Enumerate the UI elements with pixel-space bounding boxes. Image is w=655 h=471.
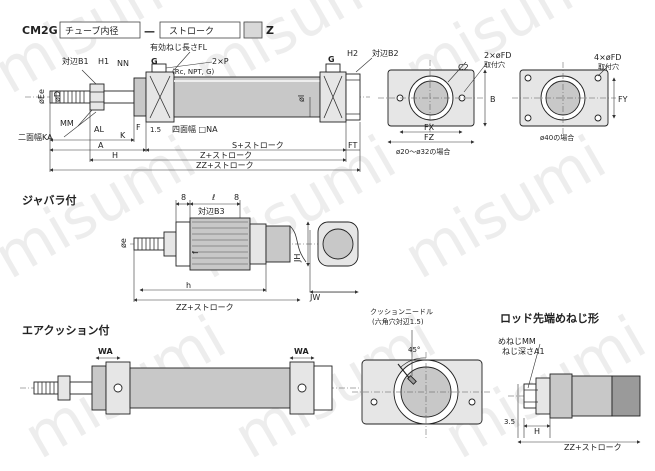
svg-text:S+ストローク: S+ストローク (232, 141, 284, 150)
svg-text:2×øFD: 2×øFD (484, 51, 511, 60)
model-code-header: CM2G チューブ内径 — ストローク Z (22, 21, 274, 39)
svg-text:ø20～ø32の場合: ø20～ø32の場合 (396, 147, 450, 156)
svg-text:H: H (534, 427, 540, 436)
svg-text:二面幅KA: 二面幅KA (18, 132, 53, 142)
svg-text:クッションニードル: クッションニードル (370, 308, 433, 316)
svg-text:2×P: 2×P (212, 57, 229, 66)
option-box (243, 21, 263, 39)
stroke-label: ストローク (169, 26, 214, 37)
model-label: CM2G (22, 24, 58, 37)
svg-text:G: G (328, 55, 335, 64)
svg-text:(六角穴対辺1.5): (六角穴対辺1.5) (372, 317, 424, 326)
tube-bore-label: チューブ内径 (65, 25, 118, 37)
svg-text:WA: WA (294, 347, 309, 356)
svg-text:H2: H2 (347, 49, 358, 58)
svg-text:ねじ深さA1: ねじ深さA1 (502, 347, 545, 356)
svg-text:H: H (112, 151, 118, 160)
svg-text:B: B (490, 95, 496, 104)
svg-text:4×øFD: 4×øFD (594, 53, 621, 62)
svg-text:めねじMM: めねじMM (498, 337, 536, 346)
svg-text:øI: øI (297, 95, 306, 102)
svg-text:G: G (151, 57, 158, 66)
svg-text:AL: AL (94, 125, 104, 134)
svg-text:h: h (186, 281, 191, 290)
svg-text:四面幅 □NA: 四面幅 □NA (172, 124, 218, 134)
svg-text:ø40の場合: ø40の場合 (540, 133, 574, 142)
air-cushion-title: エアクッション付 (22, 323, 109, 337)
svg-text:MM: MM (60, 119, 74, 128)
svg-text:K: K (120, 131, 126, 140)
tube-bore-box (59, 21, 141, 39)
air-cushion-section: エアクッション付 WA WA 45° クッションニードル (六角穴対辺1.5) (20, 308, 492, 438)
svg-text:対辺B1: 対辺B1 (62, 56, 89, 66)
svg-text:A: A (98, 141, 104, 150)
svg-text:øD: øD (53, 91, 62, 102)
svg-text:FT: FT (348, 141, 357, 150)
svg-text:f: f (191, 251, 200, 254)
flange-view-20-32: C2 2×øFD 取付穴 FX FZ B ø20～ø32の場合 (378, 51, 511, 156)
svg-text:ℓ: ℓ (211, 193, 215, 202)
svg-text:8: 8 (234, 193, 239, 202)
svg-text:WA: WA (98, 347, 113, 356)
svg-text:45°: 45° (408, 346, 420, 354)
bellows-section: ジャバラ付 8 ℓ 8 対辺B3 øe f h ZZ+ストローク (22, 193, 359, 312)
svg-text:NN: NN (117, 59, 129, 68)
rod-end-section: ロッド先端めねじ形 めねじMM ねじ深さA1 3.5 H ZZ+ストローク (498, 311, 641, 452)
svg-text:øe: øe (119, 238, 128, 248)
stroke-box (159, 21, 241, 39)
svg-text:C2: C2 (458, 63, 469, 72)
bellows-title: ジャバラ付 (22, 193, 76, 207)
flange-view-40: 4×øFD 取付穴 FY ø40の場合 (512, 53, 628, 142)
svg-text:ZZ+ストローク: ZZ+ストローク (176, 303, 234, 312)
svg-text:有効ねじ長さFL: 有効ねじ長さFL (150, 42, 208, 52)
svg-text:FZ: FZ (424, 133, 435, 142)
svg-text:F: F (136, 123, 141, 132)
svg-text:ZZ+ストローク: ZZ+ストローク (564, 443, 622, 452)
svg-text:3.5: 3.5 (504, 418, 515, 426)
dash-label: — (144, 25, 155, 38)
main-side-view: 有効ねじ長さFL 2×P (Rc, NPT, G) 対辺B1 H1 NN G G… (18, 42, 399, 172)
svg-text:ZZ+ストローク: ZZ+ストローク (196, 161, 254, 170)
svg-text:FY: FY (618, 95, 628, 104)
svg-text:対辺B2: 対辺B2 (372, 48, 399, 58)
svg-text:取付穴: 取付穴 (598, 62, 619, 71)
svg-text:misumi: misumi (0, 123, 208, 293)
svg-text:取付穴: 取付穴 (484, 60, 505, 69)
svg-text:8: 8 (181, 193, 186, 202)
rod-end-title: ロッド先端めねじ形 (500, 311, 599, 325)
svg-text:(Rc, NPT, G): (Rc, NPT, G) (172, 68, 215, 76)
svg-text:H1: H1 (98, 57, 109, 66)
svg-text:JW: JW (309, 293, 320, 302)
svg-text:øEe: øEe (37, 89, 46, 104)
svg-text:1.5: 1.5 (150, 126, 161, 134)
svg-text:対辺B3: 対辺B3 (198, 206, 225, 216)
suffix-label: Z (266, 24, 274, 37)
svg-text:Z+ストローク: Z+ストローク (200, 151, 252, 160)
svg-text:FX: FX (424, 123, 435, 132)
svg-text:JH: JH (293, 254, 302, 263)
